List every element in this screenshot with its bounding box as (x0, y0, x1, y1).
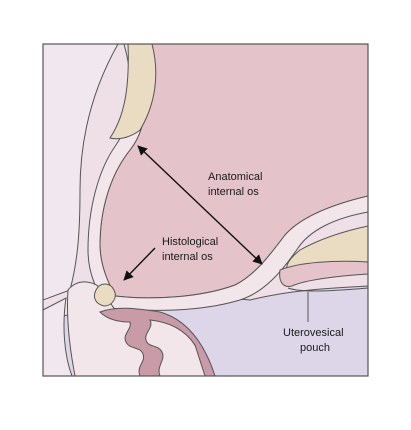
endometrium-band-upper (109, 44, 157, 140)
myometrium-wall (87, 44, 368, 311)
histological-os-label-line2: internal os (162, 251, 213, 263)
vesicouterine-fold (279, 260, 368, 287)
uterovesical-pouch-label-line1: Uterovesical (283, 327, 344, 339)
anatomical-os-label-line2: internal os (208, 186, 259, 198)
cervical-canal (99, 307, 216, 376)
uterovesical-pouch-line (287, 287, 368, 292)
histological-os-nub (93, 283, 116, 307)
uterovesical-pouch-label-line2: pouch (300, 342, 330, 354)
diagram-frame (42, 43, 369, 377)
anatomical-os-arrow (137, 145, 263, 265)
histological-os-label-line1: Histological (162, 236, 218, 248)
posterior-layer (43, 44, 119, 301)
histological-os-arrow (123, 247, 156, 281)
anatomical-os-label-line1: Anatomical (208, 171, 262, 183)
